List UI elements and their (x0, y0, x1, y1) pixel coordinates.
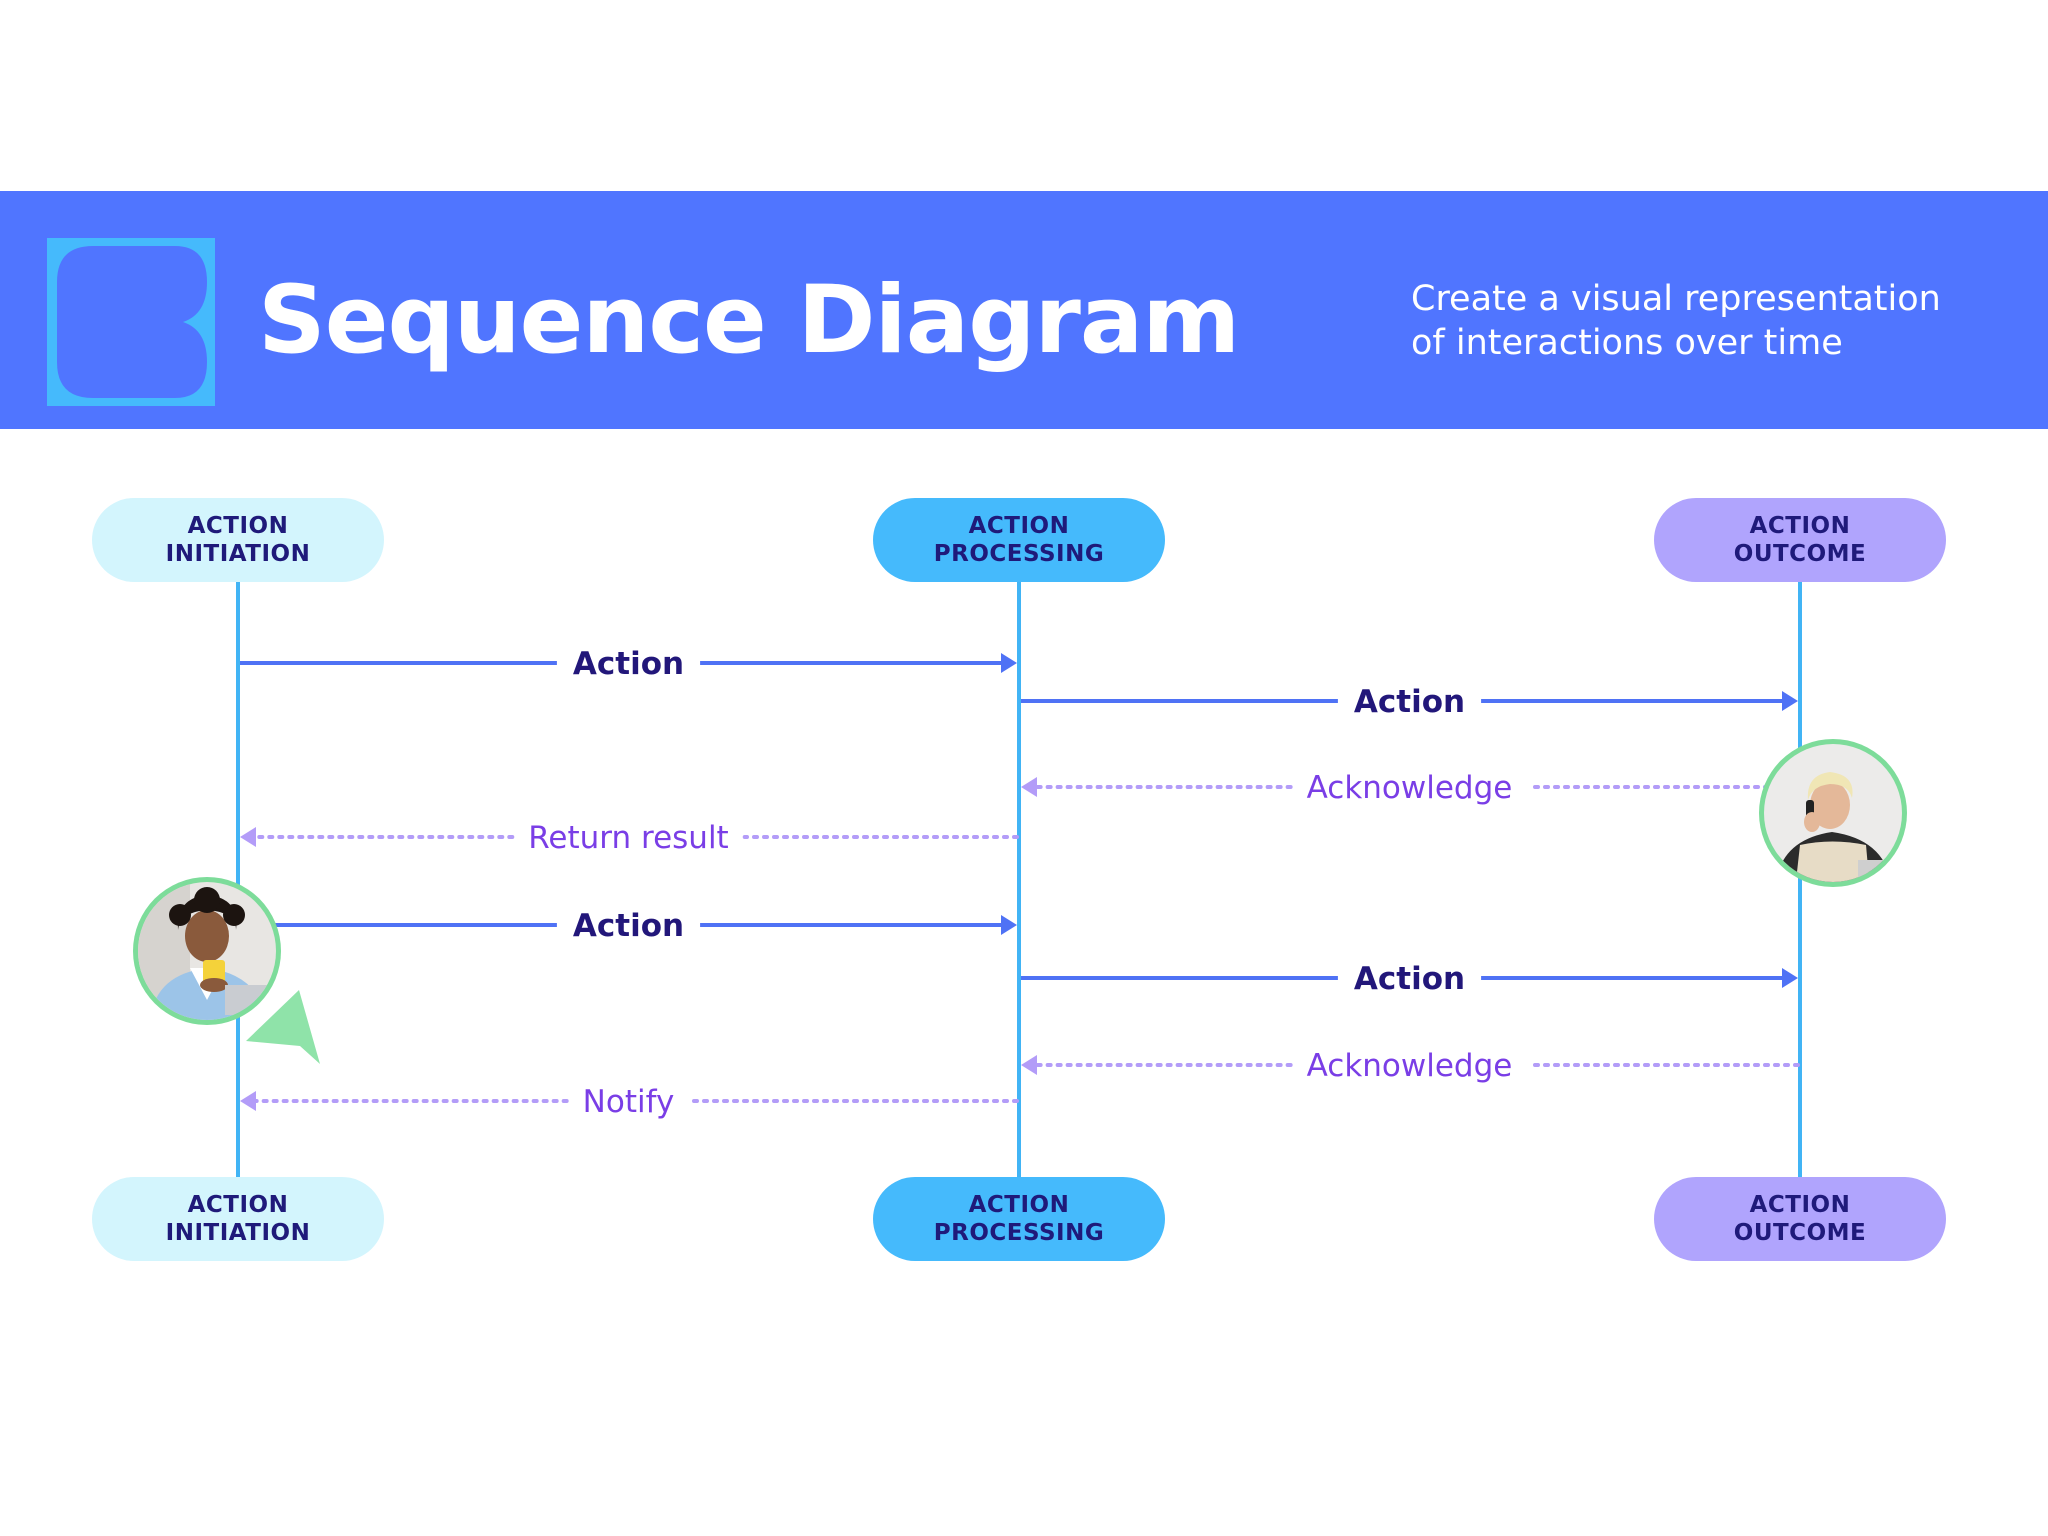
message-label: Action (1354, 961, 1465, 997)
arrowhead-icon (240, 1091, 256, 1111)
message-6: Action (1021, 961, 1798, 997)
pointer-cursor-icon (246, 990, 320, 1064)
pill-label-line-2: PROCESSING (934, 541, 1105, 567)
pill-label-line-2: PROCESSING (934, 1220, 1105, 1246)
pill-label-line-1: ACTION (1750, 1192, 1851, 1218)
message-5: Action (240, 908, 1017, 944)
pill-label-line-2: OUTCOME (1734, 541, 1866, 567)
avatar-person-on-phone (1759, 739, 1907, 887)
pill-label-line-1: ACTION (188, 513, 289, 539)
stacked-rounded-blocks-icon (47, 238, 215, 406)
message-label: Return result (528, 820, 728, 856)
subtitle-line-1: Create a visual representation (1411, 279, 1941, 319)
message-label: Action (573, 908, 684, 944)
arrowhead-icon (1782, 691, 1798, 711)
pill-label-line-1: ACTION (969, 1192, 1070, 1218)
page-title: Sequence Diagram (258, 266, 1240, 375)
message-label: Acknowledge (1307, 770, 1513, 806)
arrowhead-icon (1001, 653, 1017, 673)
message-3: Acknowledge (1021, 770, 1800, 806)
message-2: Action (1021, 684, 1798, 720)
message-label: Action (1354, 684, 1465, 720)
message-label: Acknowledge (1307, 1048, 1513, 1084)
pill-label-line-1: ACTION (1750, 513, 1851, 539)
pill-label-line-1: ACTION (188, 1192, 289, 1218)
message-4: Return result (240, 820, 1019, 856)
subtitle-line-2: of interactions over time (1411, 323, 1843, 363)
pill-label-line-2: INITIATION (166, 1220, 311, 1246)
message-8: Notify (240, 1084, 1019, 1120)
page-subtitle: Create a visual representation of intera… (1411, 277, 2011, 365)
header-banner: Sequence Diagram Create a visual represe… (0, 191, 2048, 429)
pill-label-line-2: OUTCOME (1734, 1220, 1866, 1246)
arrowhead-icon (1782, 968, 1798, 988)
pill-label-line-2: INITIATION (166, 541, 311, 567)
message-label: Action (573, 646, 684, 682)
message-label: Notify (583, 1084, 675, 1120)
avatar-man-with-mug (133, 877, 281, 1025)
pill-label-line-1: ACTION (969, 513, 1070, 539)
message-7: Acknowledge (1021, 1048, 1800, 1084)
arrowhead-icon (1021, 777, 1037, 797)
arrowhead-icon (1001, 915, 1017, 935)
arrowhead-icon (240, 827, 256, 847)
message-1: Action (240, 646, 1017, 682)
arrowhead-icon (1021, 1055, 1037, 1075)
